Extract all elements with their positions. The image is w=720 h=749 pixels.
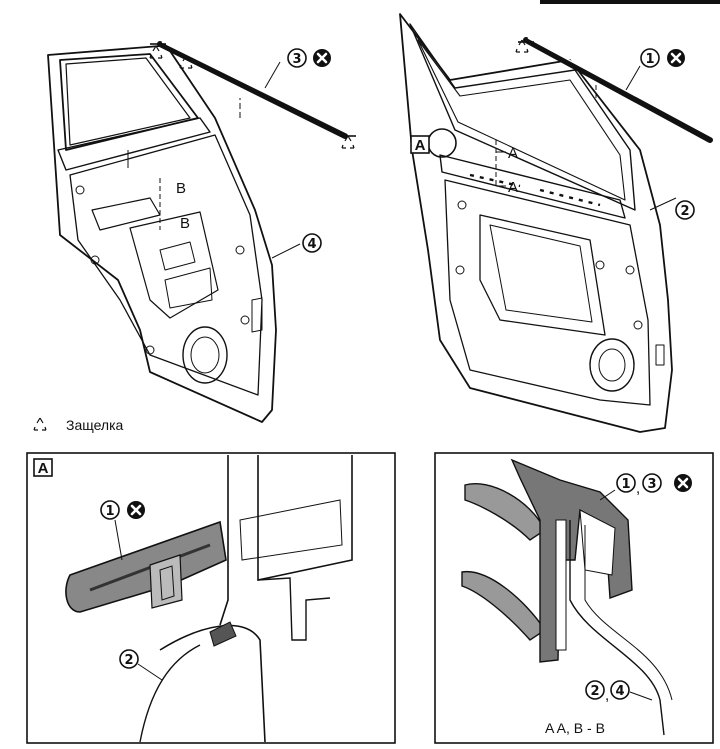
callout-number: 3 bbox=[292, 52, 301, 67]
section-label-a: A bbox=[508, 179, 518, 196]
replace-icon bbox=[665, 47, 687, 69]
section-label-b: B bbox=[180, 215, 190, 232]
front-door-drawing bbox=[399, 13, 677, 433]
callout-number: 1 bbox=[645, 52, 654, 67]
section-panel bbox=[434, 452, 714, 744]
callout-part2: 2 bbox=[675, 200, 695, 220]
section-callout-part1-part3: 1 , 3 bbox=[599, 472, 694, 501]
frame-edge bbox=[540, 0, 720, 4]
section-label-b: B bbox=[176, 180, 186, 197]
callout-number: 2 bbox=[590, 684, 599, 699]
replace-icon bbox=[311, 47, 333, 69]
callout-part1: 1 bbox=[625, 47, 687, 91]
svg-text:A: A bbox=[415, 137, 426, 154]
callout-number: 1 bbox=[621, 477, 630, 492]
callout-number: 3 bbox=[647, 477, 656, 492]
callout-number: 2 bbox=[124, 653, 133, 668]
detail-a-marker: A bbox=[410, 135, 430, 154]
svg-text:,: , bbox=[605, 687, 609, 704]
detail-a-callout-part1: 1 bbox=[100, 499, 147, 561]
clip-legend-icon bbox=[33, 417, 47, 431]
callout-number: 4 bbox=[615, 684, 624, 699]
section-caption: A A, B - B bbox=[545, 720, 605, 736]
replace-icon bbox=[125, 499, 147, 521]
detail-circle bbox=[427, 128, 457, 158]
section-callout-part2-part4: 2 , 4 bbox=[585, 680, 653, 704]
detail-a-callout-part2: 2 bbox=[119, 649, 163, 681]
detail-a-panel: A bbox=[26, 452, 396, 744]
callout-number: 1 bbox=[105, 504, 114, 519]
rear-weatherstrip-part bbox=[150, 41, 356, 139]
rear-door-drawing bbox=[47, 45, 301, 423]
section-label-a: A bbox=[508, 145, 518, 162]
clip-legend-label: Защелка bbox=[66, 417, 124, 433]
replace-icon bbox=[672, 472, 694, 494]
callout-part3: 3 bbox=[264, 47, 333, 89]
callout-number: 2 bbox=[680, 204, 689, 219]
callout-number: 4 bbox=[307, 237, 316, 252]
svg-text:,: , bbox=[636, 480, 640, 497]
svg-text:A: A bbox=[38, 460, 49, 477]
callout-part4: 4 bbox=[302, 233, 322, 253]
